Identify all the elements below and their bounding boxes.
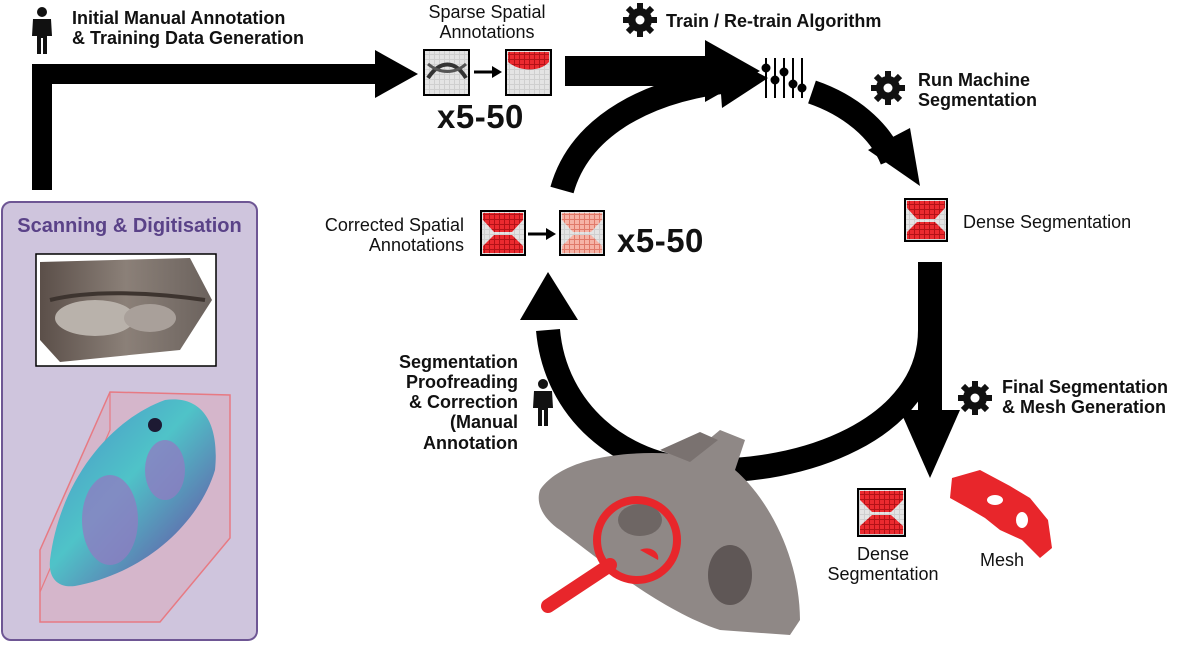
proofreading-line4: (Manual <box>449 412 518 433</box>
final-segmentation-arrow <box>900 330 960 478</box>
run-segmentation-arrow <box>807 80 920 186</box>
final-segmentation-line1: Final Segmentation <box>1002 377 1169 397</box>
proofreading-line2: Proofreading <box>405 372 518 393</box>
retrain-loop-arrow <box>550 52 768 194</box>
person-icon <box>32 7 52 54</box>
corrected-tile-arrow <box>528 228 556 240</box>
sparse-annotations-line2: Annotations <box>439 22 535 43</box>
proofreading-line5: Annotation <box>423 432 518 453</box>
final-segmentation-line2: & Mesh Generation <box>1002 397 1167 418</box>
output-dense-tile <box>857 488 906 537</box>
gear-icon <box>871 71 905 105</box>
corrected-annotations-line2: Annotations <box>368 235 464 256</box>
gear-icon <box>623 3 657 37</box>
mesh-label: Mesh <box>980 550 1025 570</box>
gear-icon <box>958 381 992 415</box>
run-segmentation-line1: Run Machine <box>918 70 1031 90</box>
train-label: Train / Re-train Algorithm <box>666 11 882 31</box>
corrected-annotations-line1: Corrected Spatial <box>324 215 464 235</box>
run-segmentation-label: Run Machine Segmentation <box>918 70 1037 110</box>
sparse-label-tile <box>505 49 552 96</box>
proofreading-line3: & Correction <box>408 392 518 413</box>
dense-segmentation-label: Dense Segmentation <box>963 212 1132 232</box>
mesh-model <box>950 470 1052 558</box>
proofreading-label: Segmentation Proofreading & Correction (… <box>360 352 518 453</box>
output-dense-label: Dense Segmentation <box>818 544 948 584</box>
sparse-annotations-line1: Sparse Spatial <box>428 2 546 22</box>
corrected-dense-tile <box>480 210 526 256</box>
skull-model <box>538 430 800 635</box>
corrected-annotation-tile <box>559 210 605 256</box>
sparse-annotations-label: Sparse Spatial Annotations <box>424 2 550 42</box>
initial-annotation-line1: Initial Manual Annotation <box>72 8 286 28</box>
initial-annotation-line2: & Training Data Generation <box>72 28 305 49</box>
sparse-multiplier: x5-50 <box>437 98 524 135</box>
person-icon <box>533 379 553 426</box>
sparse-tile-arrow <box>474 66 502 78</box>
final-segmentation-label: Final Segmentation & Mesh Generation <box>1002 377 1168 417</box>
initial-annotation-arrow <box>32 50 418 190</box>
run-segmentation-line2: Segmentation <box>918 90 1038 111</box>
dense-segmentation-tile <box>904 198 948 242</box>
output-dense-line1: Dense <box>856 544 910 564</box>
sparse-scan-tile <box>423 49 470 96</box>
algorithm-sliders-icon <box>761 58 807 98</box>
output-dense-line2: Segmentation <box>827 564 939 585</box>
ct-scan-image <box>35 253 217 367</box>
proofreading-line1: Segmentation <box>398 352 518 372</box>
corrected-annotations-label: Corrected Spatial Annotations <box>296 215 464 255</box>
panel-title: Scanning & Digitisation <box>17 215 242 237</box>
initial-annotation-label: Initial Manual Annotation & Training Dat… <box>72 8 304 48</box>
corrected-multiplier: x5-50 <box>617 222 704 259</box>
fossil-3d-model <box>39 391 231 623</box>
